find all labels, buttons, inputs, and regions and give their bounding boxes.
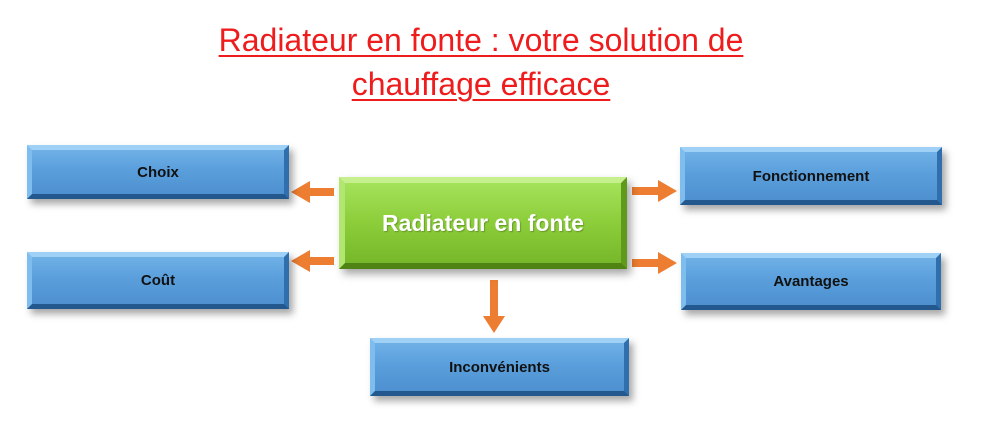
node-choix-label: Choix — [137, 163, 179, 181]
node-avantages: Avantages — [681, 253, 941, 310]
node-inconvenients: Inconvénients — [370, 338, 629, 396]
center-node-label: Radiateur en fonte — [382, 209, 584, 236]
node-avantages-label: Avantages — [773, 273, 849, 290]
arrow-to-inconvenients — [483, 280, 505, 333]
node-cout: Coût — [27, 252, 289, 309]
node-inconvenients-label: Inconvénients — [449, 358, 550, 376]
node-choix: Choix — [27, 145, 289, 199]
arrow-to-cout — [291, 250, 334, 272]
node-fonctionnement-label: Fonctionnement — [752, 167, 870, 185]
center-node: Radiateur en fonte — [339, 177, 627, 269]
node-fonctionnement: Fonctionnement — [680, 147, 942, 205]
arrow-to-avantages — [632, 252, 677, 274]
arrow-to-fonctionnement — [632, 180, 677, 202]
node-cout-label: Coût — [140, 272, 176, 289]
title-line-1: Radiateur en fonte : votre solution de — [218, 22, 744, 58]
diagram-title: Radiateur en fonte : votre solution de c… — [0, 18, 962, 106]
arrow-to-choix — [291, 181, 334, 203]
title-line-2: chauffage efficace — [351, 66, 611, 102]
